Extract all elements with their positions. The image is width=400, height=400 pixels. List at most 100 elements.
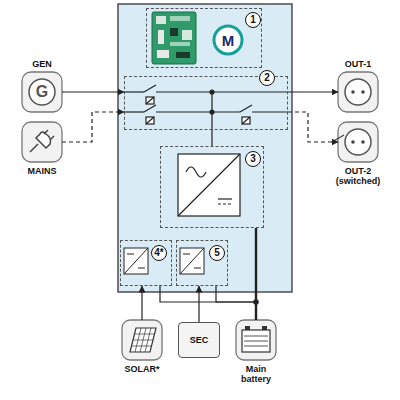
- relay-wiring-part: [146, 117, 154, 124]
- control-board-part: [158, 30, 164, 44]
- solar-panel-icon-part: [132, 328, 155, 352]
- plug-icon-part: [50, 136, 54, 140]
- inverter-symbol: [178, 154, 240, 216]
- transfer-switch-block: 2: [124, 76, 288, 130]
- switched-socket-icon-part: [351, 140, 355, 144]
- connector-line: [62, 112, 124, 142]
- connector-line: [160, 286, 256, 320]
- relay-wiring-part: [210, 90, 214, 94]
- logo-ring: [214, 26, 242, 54]
- control-board-part: [157, 50, 169, 58]
- callout-number: 3: [245, 151, 261, 167]
- relay-wiring-part: [242, 117, 250, 124]
- dc-charger-block: 5: [176, 240, 228, 286]
- relay-wiring-part: [240, 105, 252, 112]
- converter-symbol-part: [138, 268, 145, 269]
- battery-icon-part: [244, 341, 268, 342]
- generator-letter: G: [36, 83, 48, 101]
- connector-line: [216, 286, 256, 320]
- inverter-symbol-part: [218, 203, 232, 204]
- inverter-symbol-part: [178, 154, 240, 216]
- callout-number: 2: [259, 70, 275, 86]
- connector-line: [211, 130, 212, 146]
- converter-symbol-part: [124, 248, 148, 274]
- battery-icon-part: [245, 326, 250, 330]
- callout-number: 5: [209, 245, 225, 261]
- converter-symbol-part: [124, 248, 148, 274]
- inverter-symbol-part: [186, 167, 206, 177]
- relay-wiring-part: [146, 97, 154, 104]
- switched-output-node: OUT-2 (switched): [338, 122, 378, 162]
- generator-icon: [22, 72, 62, 112]
- device-label: Main battery: [231, 364, 281, 384]
- relay-wiring-part: [252, 111, 288, 112]
- relay-wiring-part: [144, 85, 156, 92]
- logo-ring-part: [214, 26, 242, 54]
- connector-line: [198, 286, 199, 322]
- control-board: [152, 12, 196, 64]
- socket-icon-part: [345, 79, 371, 105]
- relay-wiring-part: [146, 97, 154, 104]
- socket-icon-part: [338, 72, 378, 112]
- plug-icon: [22, 122, 62, 162]
- callout-number: 4*: [151, 245, 167, 261]
- solar-panel-icon-part: [122, 320, 162, 360]
- relay-wiring-part: [242, 117, 250, 124]
- device-label: MAINS: [14, 166, 70, 176]
- battery-icon-part: [236, 320, 276, 360]
- secondary-battery-box: SEC: [178, 322, 220, 358]
- control-board-part: [182, 30, 192, 40]
- solar-panel-icon-part-part: [140, 328, 146, 352]
- device-label: OUT-2 (switched): [328, 166, 388, 186]
- switched-socket-icon: [332, 122, 378, 162]
- housing: [118, 4, 292, 292]
- converter-symbol-part: [127, 254, 134, 255]
- logo-letter: M: [222, 32, 235, 49]
- connector-line: [62, 91, 124, 92]
- inverter-symbol-part: [218, 198, 232, 199]
- mains-node: MAINS: [22, 122, 62, 162]
- generator-icon-part: [29, 79, 55, 105]
- solar-panel-icon-part-part: [135, 328, 141, 352]
- battery-icon-part: [262, 326, 267, 330]
- battery-icon: [236, 320, 276, 360]
- relay-wiring-part: [210, 110, 214, 114]
- solar-charger-block: 4*: [120, 240, 172, 286]
- plug-icon-part: [44, 130, 48, 134]
- control-board-part: [152, 12, 196, 64]
- battery-icon-part: [244, 346, 268, 347]
- switched-socket-icon-part: [332, 135, 344, 142]
- control-board-part: [170, 42, 190, 46]
- device-label: OUT-1: [330, 59, 386, 69]
- solar-panel-icon-part-part: [145, 328, 151, 352]
- callout-number: 1: [245, 12, 261, 28]
- control-module: 1: [146, 8, 262, 68]
- connector-line: [141, 286, 142, 320]
- inverter-symbol-part: [178, 154, 240, 216]
- solar-panel-icon: [122, 320, 162, 360]
- control-board-part: [156, 16, 166, 24]
- relay-wiring-part: [124, 111, 144, 112]
- relay-wiring-part: [146, 117, 154, 124]
- converter-symbol-part: [180, 248, 204, 274]
- converter-symbol-part: [183, 254, 190, 255]
- device-label: SOLAR*: [114, 364, 170, 374]
- control-board-part: [170, 16, 190, 21]
- relay-wiring: [124, 85, 288, 130]
- generator-icon-part: [22, 72, 62, 112]
- converter-symbol-part: [194, 268, 201, 269]
- control-board-part: [170, 28, 178, 36]
- main-battery-node: Main battery: [236, 320, 276, 360]
- battery-icon-part: [244, 336, 268, 337]
- switched-socket-icon-part: [338, 122, 378, 162]
- relay-wiring-part: [156, 111, 240, 112]
- converter-symbol-part: [180, 248, 204, 274]
- box-label: SEC: [190, 335, 209, 345]
- control-board-part: [176, 52, 190, 58]
- socket-icon-part: [361, 90, 365, 94]
- switched-socket-icon-part: [361, 140, 365, 144]
- connector-line: [288, 91, 338, 92]
- solar-node: SOLAR*: [122, 320, 162, 360]
- device-label: GEN: [14, 59, 70, 69]
